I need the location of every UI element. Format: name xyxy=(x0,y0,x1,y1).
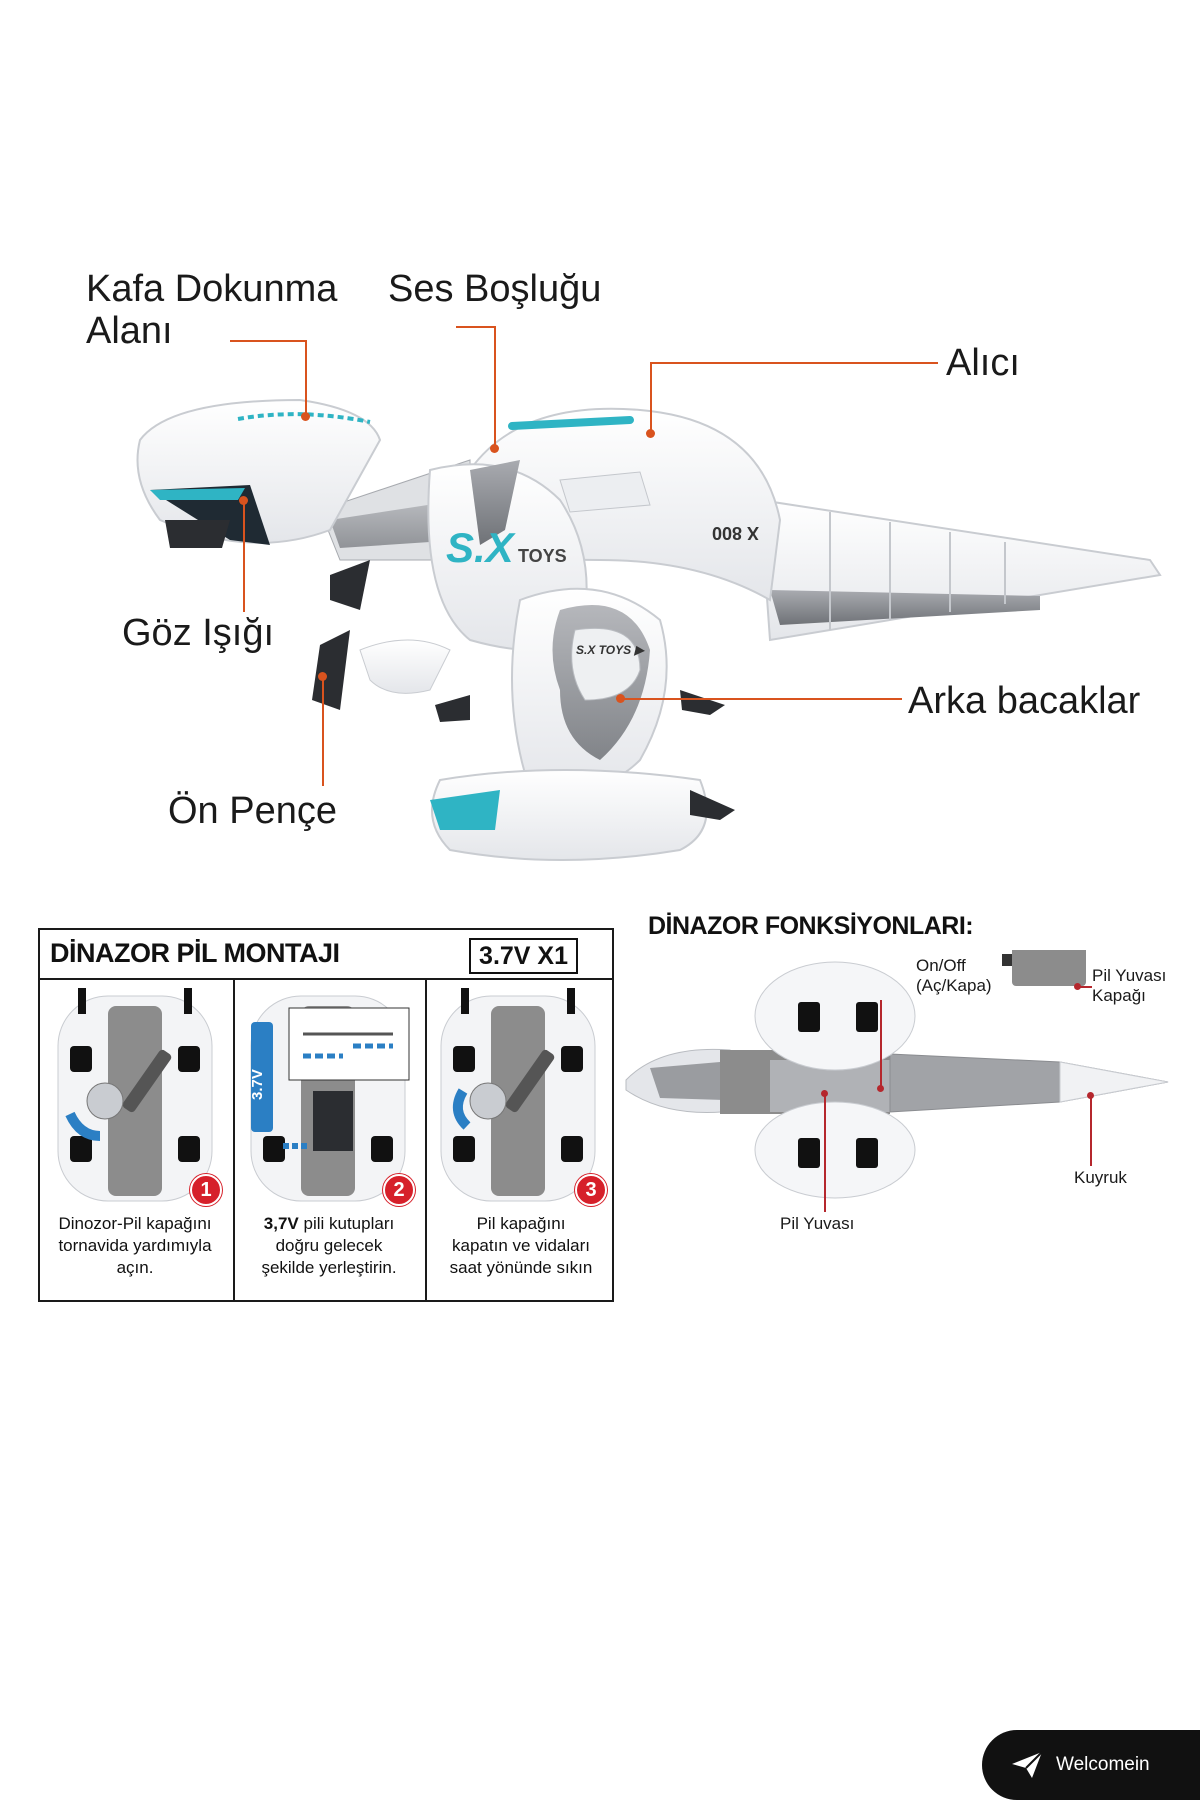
leader-rear-legs xyxy=(620,698,902,700)
step-3-text: Pil kapağını kapatın ve vidaları saat yö… xyxy=(449,1214,593,1277)
toy-logo-leg: S.X TOYS ▶ xyxy=(576,643,644,657)
leader-head-touch xyxy=(230,340,306,342)
battery-install-panel: DİNAZOR PİL MONTAJI 3.7V X1 1 Dinozor-Pi… xyxy=(38,928,614,1302)
leader-sound-hole xyxy=(456,326,496,328)
dot-battery-cover xyxy=(1074,983,1081,990)
leader-front-claw xyxy=(322,676,324,786)
label-battery-cover: Pil Yuvası Kapağı xyxy=(1092,966,1167,1005)
step-1-illustration xyxy=(57,988,213,1202)
leader-battery-slot xyxy=(824,1094,826,1212)
leader-tail xyxy=(1090,1096,1092,1166)
leader-sound-hole-v xyxy=(494,326,496,448)
label-sound-hole: Ses Boşluğu xyxy=(388,268,602,310)
dinosaur-top-view-illustration xyxy=(625,950,1169,1199)
step-2-text: 3,7V pili kutupları doğru gelecek şekild… xyxy=(235,1213,423,1279)
functions-title: DİNAZOR FONKSİYONLARI: xyxy=(648,912,974,940)
label-front-claw: Ön Pençe xyxy=(168,790,337,832)
dot-eye-light xyxy=(239,496,248,505)
dot-sound-hole xyxy=(490,444,499,453)
step-3-illustration xyxy=(440,988,596,1202)
step-1-number: 1 xyxy=(190,1174,222,1206)
leader-battery-cover xyxy=(1078,986,1092,988)
step-2-text-bold: 3,7V xyxy=(263,1214,299,1233)
leader-receiver-v xyxy=(650,362,652,432)
label-battery-slot: Pil Yuvası xyxy=(780,1214,855,1233)
label-on-off: On/Off (Aç/Kapa) xyxy=(916,956,992,995)
step-2-number: 2 xyxy=(383,1174,415,1206)
panel-divider xyxy=(40,978,612,980)
battery-step-2: 3.7V 2 3,7V pili kutupları doğru gelecek… xyxy=(233,980,423,1300)
label-rear-legs: Arka bacaklar xyxy=(908,680,1141,722)
step-2-text-rest: pili kutupları doğru gelecek şekilde yer… xyxy=(261,1214,397,1277)
battery-spec-badge: 3.7V X1 xyxy=(469,938,578,974)
dot-tail xyxy=(1087,1092,1094,1099)
dot-receiver xyxy=(646,429,655,438)
dinosaur-robot-illustration xyxy=(136,398,1162,861)
label-eye-light: Göz Işığı xyxy=(122,612,275,654)
step-3-number: 3 xyxy=(575,1174,607,1206)
paper-plane-icon xyxy=(1012,1751,1043,1778)
leader-on-off xyxy=(880,1000,882,1088)
leader-head-touch-v xyxy=(305,340,307,416)
label-head-touch-area: Kafa Dokunma Alanı xyxy=(86,268,338,352)
dot-battery-slot xyxy=(821,1090,828,1097)
dot-head-touch xyxy=(301,412,310,421)
step-1-text: Dinozor-Pil kapağını tornavida yardımıyl… xyxy=(58,1214,212,1277)
battery-step-3: 3 Pil kapağını kapatın ve vidaları saat … xyxy=(425,980,615,1300)
battery-label: 3.7V xyxy=(249,1069,266,1100)
battery-install-title: DİNAZOR PİL MONTAJI xyxy=(50,938,340,968)
step-2-illustration xyxy=(250,995,410,1202)
welcome-button[interactable]: Welcomein xyxy=(982,1730,1200,1800)
dinosaur-diagram: S.X TOYS S.X TOYS ▶ X 800 Kafa Dokunma A… xyxy=(86,268,1162,861)
dot-front-claw xyxy=(318,672,327,681)
label-tail: Kuyruk xyxy=(1074,1168,1127,1187)
battery-step-1: 1 Dinozor-Pil kapağını tornavida yardımı… xyxy=(40,980,230,1300)
toy-logo-side: S.X xyxy=(446,524,514,571)
dot-on-off xyxy=(877,1085,884,1092)
welcome-button-label: Welcomein xyxy=(1056,1754,1150,1775)
label-receiver: Alıcı xyxy=(946,342,1020,384)
tail-badge: X 800 xyxy=(712,523,760,543)
toy-logo-side-sub: TOYS xyxy=(518,546,567,566)
leader-eye-light xyxy=(243,500,245,612)
dot-rear-legs xyxy=(616,694,625,703)
leader-receiver xyxy=(650,362,938,364)
